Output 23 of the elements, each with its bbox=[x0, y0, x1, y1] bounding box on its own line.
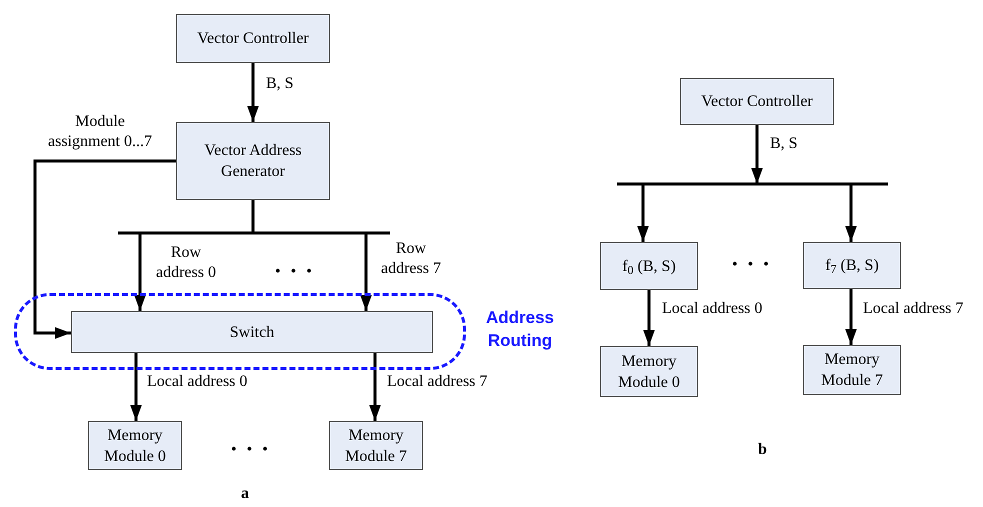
arrow bbox=[34, 160, 176, 339]
ellipsis-dots: • • • bbox=[231, 440, 271, 460]
process-box: f$_{0}$ (B, S) bbox=[600, 242, 698, 290]
process-box: Switch bbox=[71, 311, 433, 353]
arrow bbox=[130, 353, 142, 421]
arrow bbox=[252, 200, 372, 311]
process-box: Memory Module 0 bbox=[600, 346, 698, 397]
arrow bbox=[247, 63, 259, 122]
process-box: Memory Module 0 bbox=[88, 421, 182, 470]
process-box: f$_{7}$ (B, S) bbox=[803, 242, 901, 289]
arrow bbox=[369, 353, 381, 421]
process-box: Memory Module 7 bbox=[329, 421, 423, 470]
arrow bbox=[845, 289, 857, 345]
process-box: Vector Address Generator bbox=[176, 122, 330, 200]
ellipsis-dots: • • • bbox=[275, 262, 315, 282]
process-box: Vector Controller bbox=[176, 14, 330, 63]
region-label: Address Routing bbox=[484, 307, 556, 352]
arrow bbox=[643, 290, 655, 346]
ellipsis-dots: • • • bbox=[732, 255, 772, 275]
panel-label: a bbox=[241, 484, 249, 504]
process-box: Vector Controller bbox=[680, 78, 834, 125]
panel-label: b bbox=[758, 440, 767, 460]
process-box: Memory Module 7 bbox=[803, 345, 901, 395]
